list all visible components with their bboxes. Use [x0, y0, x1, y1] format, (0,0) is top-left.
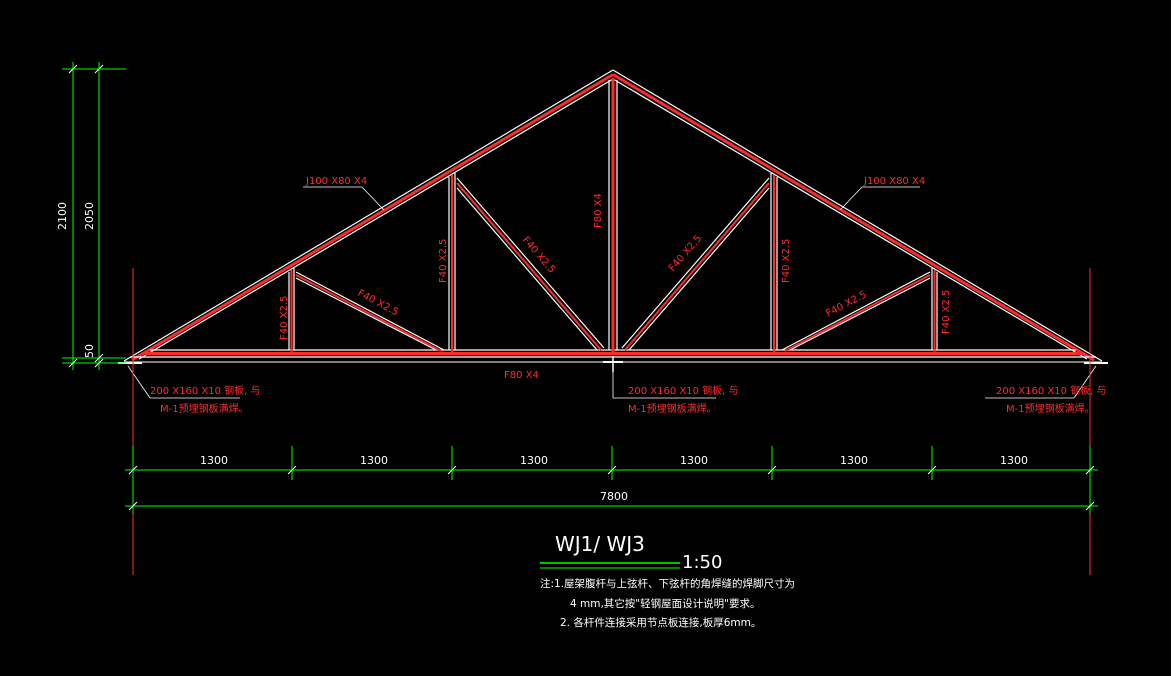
callout-left-line1: 200 X160 X10 钢板, 与 — [150, 384, 261, 397]
label-vertical-4: F40 X2.5 — [781, 239, 792, 283]
dim-overall: 7800 — [600, 490, 628, 503]
dim-height-main: 2050 — [83, 202, 96, 230]
dim-span-2: 1300 — [360, 454, 388, 467]
callout-left-line2: M-1预埋钢板满焊。 — [160, 402, 249, 415]
vertical-dimensions: 2100 2050 50 — [56, 62, 126, 370]
label-bottom-chord: F80 X4 — [504, 370, 539, 381]
label-vertical-2: F40 X2.5 — [438, 239, 449, 283]
diagonal-4 — [781, 271, 931, 352]
dim-span-4: 1300 — [680, 454, 708, 467]
note-line-2: 4 mm,其它按"轻钢屋面设计说明"要求。 — [570, 597, 760, 610]
dim-span-6: 1300 — [1000, 454, 1028, 467]
callout-center-line2: M-1预埋钢板满焊。 — [628, 402, 717, 415]
dim-span-5: 1300 — [840, 454, 868, 467]
top-chord-right — [612, 69, 1103, 362]
callout-center: 200 X160 X10 钢板, 与 M-1预埋钢板满焊。 — [612, 372, 739, 415]
drawing-scale: 1:50 — [682, 552, 722, 573]
vertical-2 — [448, 173, 456, 352]
label-vertical-1: F40 X2.5 — [279, 296, 290, 340]
dim-span-1: 1300 — [200, 454, 228, 467]
vertical-4 — [770, 173, 778, 352]
truss-members — [118, 69, 1108, 372]
dim-height-total: 2100 — [56, 202, 69, 230]
callout-right: 200 X160 X10 钢板, 与 M-1预埋钢板满焊。 — [985, 365, 1107, 415]
notes: 注:1.屋架腹杆与上弦杆、下弦杆的角焊缝的焊脚尺寸为 4 mm,其它按"轻钢屋面… — [540, 577, 795, 629]
note-line-3: 2. 各杆件连接采用节点板连接,板厚6mm。 — [560, 616, 761, 629]
vertical-1 — [288, 268, 295, 352]
label-top-chord-right: J100 X80 X4 — [863, 176, 925, 187]
king-post — [608, 78, 618, 353]
label-king-post: F80 X4 — [593, 193, 604, 228]
dim-span-3: 1300 — [520, 454, 548, 467]
diagonal-3 — [621, 177, 770, 351]
diagonal-2 — [456, 177, 605, 351]
callout-right-line2: M-1预埋钢板满焊。 — [1006, 402, 1095, 415]
diagonal-1 — [295, 271, 445, 352]
dim-height-base: 50 — [83, 344, 96, 358]
top-chord-left — [123, 69, 614, 362]
callout-right-line1: 200 X160 X10 钢板, 与 — [996, 384, 1107, 397]
note-line-1: 注:1.屋架腹杆与上弦杆、下弦杆的角焊缝的焊脚尺寸为 — [540, 577, 795, 590]
callout-left: 200 X160 X10 钢板, 与 M-1预埋钢板满焊。 — [127, 365, 261, 415]
horizontal-dimensions: 1300 1300 1300 1300 1300 1300 7800 — [125, 268, 1098, 575]
support-callouts: 200 X160 X10 钢板, 与 M-1预埋钢板满焊。 200 X160 X… — [127, 365, 1107, 415]
callout-center-line1: 200 X160 X10 钢板, 与 — [628, 384, 739, 397]
vertical-5 — [931, 268, 938, 352]
drawing-title-block: WJ1/ WJ3 1:50 — [540, 532, 722, 573]
label-vertical-5: F40 X2.5 — [941, 290, 952, 334]
label-top-chord-left: J100 X80 X4 — [305, 176, 367, 187]
drawing-title: WJ1/ WJ3 — [555, 532, 645, 556]
